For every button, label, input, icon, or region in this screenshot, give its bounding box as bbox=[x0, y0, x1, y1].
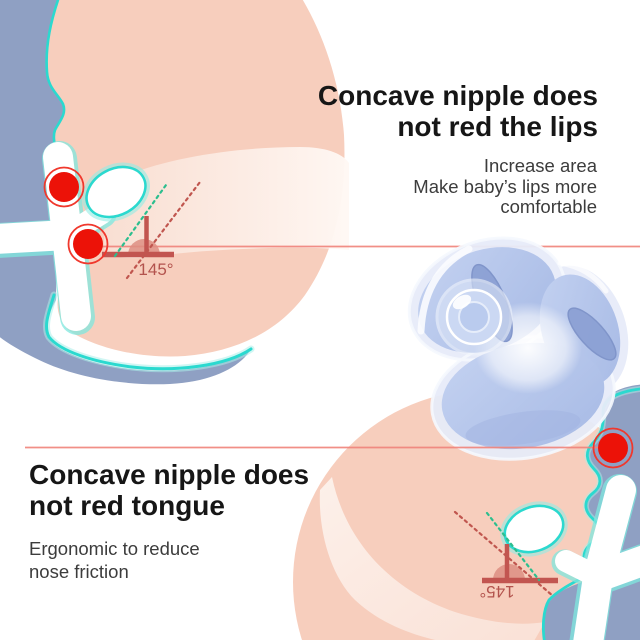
pressure-ring-upper bbox=[43, 166, 85, 208]
nipple-bulb-glow-bottom bbox=[500, 501, 568, 557]
top-callout-sub-line1: Increase area bbox=[483, 155, 597, 176]
pressure-dot-lower bbox=[73, 229, 103, 259]
angle-annotation-bottom: 145° bbox=[453, 510, 558, 601]
jaw-outline bbox=[45, 293, 253, 371]
angle-arc-fill bbox=[128, 239, 160, 255]
pacifier-rim-highlight-right bbox=[557, 260, 609, 294]
pacifier-shield-illustration-bottom bbox=[555, 475, 640, 640]
angle-label-bottom: 145° bbox=[479, 582, 514, 601]
top-callout-heading-line2: not red the lips bbox=[397, 111, 598, 142]
palate-highlight-band bbox=[104, 147, 349, 259]
top-callout-sub-line3: comfortable bbox=[500, 196, 597, 217]
face-profile-outline bbox=[45, 0, 66, 159]
pacifier-knob bbox=[435, 278, 513, 356]
bottom-callout-sub-line1: Ergonomic to reduce bbox=[29, 538, 200, 559]
top-callout-sub-line2: Make baby’s lips more bbox=[413, 175, 597, 197]
angle-dotted-green-line bbox=[113, 183, 168, 258]
bottom-callout-heading-line1: Concave nipple does bbox=[29, 459, 310, 490]
knob-highlight bbox=[452, 294, 472, 310]
pressure-ring-lower bbox=[67, 223, 109, 265]
top-diagram: 145° bbox=[0, 0, 640, 385]
angle-annotation-top: 145° bbox=[102, 180, 202, 280]
nipple-bulb-illustration bbox=[85, 165, 147, 219]
palate-highlight-band-bottom bbox=[319, 477, 545, 640]
angle-label-top: 145° bbox=[138, 260, 173, 279]
pressure-point-lower bbox=[67, 223, 109, 265]
pressure-point-bottom bbox=[592, 427, 634, 469]
angle-dotted-red-line-bottom bbox=[453, 510, 555, 598]
bottom-callout-heading: Concave nipple does not red tongue bbox=[29, 459, 309, 521]
bottom-callout-heading-line2: not red tongue bbox=[29, 490, 225, 521]
pacifier-product-photo bbox=[407, 236, 629, 461]
face-profile-outline-bottom bbox=[541, 387, 640, 640]
bottom-callout-subtext: Ergonomic to reduce nose friction bbox=[29, 537, 200, 583]
pressure-dot-upper bbox=[49, 172, 79, 202]
bottom-callout-sub-line2: nose friction bbox=[29, 561, 129, 582]
pressure-dot-bottom bbox=[598, 433, 628, 463]
pacifier-vent-right bbox=[567, 307, 617, 361]
angle-dotted-red-line bbox=[125, 180, 202, 280]
pressure-ring-bottom bbox=[592, 427, 634, 469]
nipple-bulb-glow bbox=[82, 162, 150, 222]
nipple-bulb-illustration-bottom bbox=[503, 504, 565, 554]
top-callout-heading: Concave nipple does not red the lips bbox=[318, 80, 598, 142]
top-callout-heading-line1: Concave nipple does bbox=[317, 80, 598, 111]
pressure-point-upper bbox=[43, 166, 85, 208]
pacifier-bottom-shadow bbox=[465, 410, 581, 446]
pacifier-rim-highlight-left bbox=[417, 245, 473, 335]
top-callout-subtext: Increase area Make baby’s lips more comf… bbox=[413, 155, 597, 218]
angle-dotted-green-line-bottom bbox=[485, 511, 541, 582]
